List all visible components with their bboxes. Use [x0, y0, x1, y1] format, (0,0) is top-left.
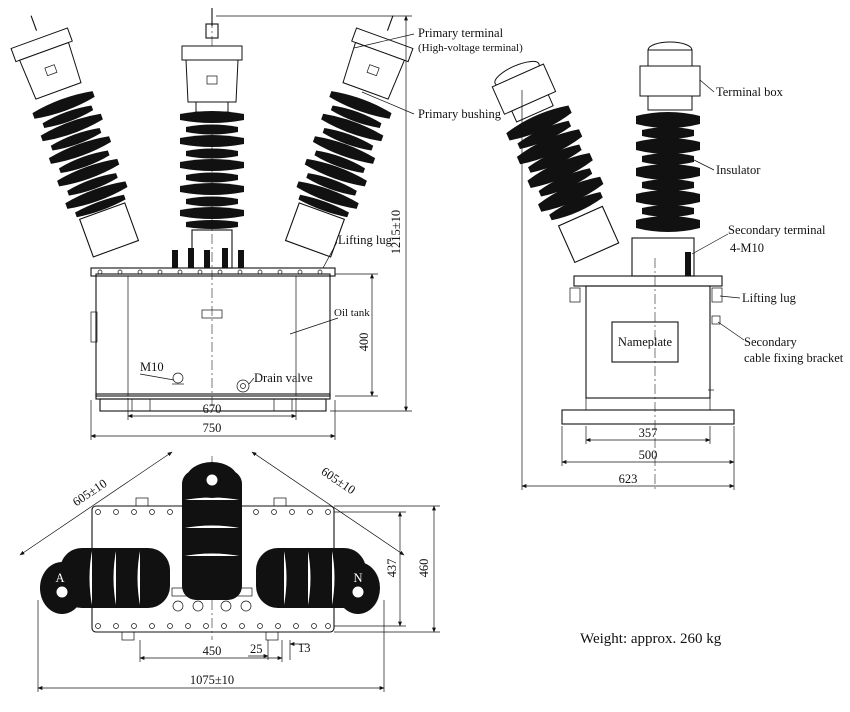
front-center-bushing — [180, 8, 244, 269]
label-secondary-bracket-2: cable fixing bracket — [744, 351, 844, 365]
dim-623: 623 — [619, 472, 638, 486]
top-center-bushing — [181, 462, 243, 600]
dim-500: 500 — [639, 448, 658, 462]
dim-13: 13 — [298, 641, 311, 655]
front-left-bushing — [10, 15, 140, 258]
dim-25: 25 — [250, 642, 263, 656]
front-flange-bolts — [97, 269, 323, 275]
top-right-bushing: N — [256, 547, 380, 614]
dim-750: 750 — [203, 421, 222, 435]
front-right-bushing — [284, 15, 414, 258]
label-lifting-lug-front: Lifting lug — [338, 233, 393, 247]
label-secondary-terminal: Secondary terminal — [728, 223, 826, 237]
dim-437: 437 — [385, 559, 399, 578]
label-terminal-box: Terminal box — [716, 85, 784, 99]
dim-1215: 1215±10 — [389, 210, 403, 254]
label-primary-bushing: Primary bushing — [418, 107, 502, 121]
label-primary-terminal-sub: (High-voltage terminal) — [418, 42, 523, 54]
label-secondary-bracket-1: Secondary — [744, 335, 798, 349]
weight-note: Weight: approx. 260 kg — [580, 631, 722, 647]
front-secondary-terminals — [172, 248, 244, 268]
dim-460: 460 — [417, 559, 431, 578]
label-primary-terminal: Primary terminal — [418, 26, 504, 40]
dim-670: 670 — [203, 402, 222, 416]
top-view: A N 605±10 605±10 437 460 450 — [19, 451, 440, 692]
dim-400: 400 — [357, 333, 371, 352]
label-m10: M10 — [140, 360, 164, 374]
side-left-bushing — [491, 60, 620, 264]
dim-1075: 1075±10 — [190, 673, 234, 687]
label-oil-tank: Oil tank — [334, 307, 370, 319]
front-view: 1215±10 400 670 750 Primary terminal (Hi… — [10, 8, 523, 440]
label-drain-valve: Drain valve — [254, 371, 313, 385]
label-nameplate: Nameplate — [618, 335, 673, 349]
side-right-bushing — [631, 41, 701, 277]
label-secondary-terminal-sub: 4-M10 — [730, 241, 764, 255]
label-phase-a: A — [55, 571, 64, 585]
top-left-bushing: A — [40, 547, 170, 614]
label-lifting-lug-side: Lifting lug — [742, 291, 797, 305]
dim-605-right: 605±10 — [319, 464, 358, 497]
label-insulator: Insulator — [716, 163, 761, 177]
dim-450: 450 — [203, 644, 222, 658]
dim-605-left: 605±10 — [70, 476, 109, 509]
dim-357: 357 — [639, 426, 658, 440]
label-phase-n: N — [353, 571, 362, 585]
side-view: Nameplate — [491, 41, 844, 490]
